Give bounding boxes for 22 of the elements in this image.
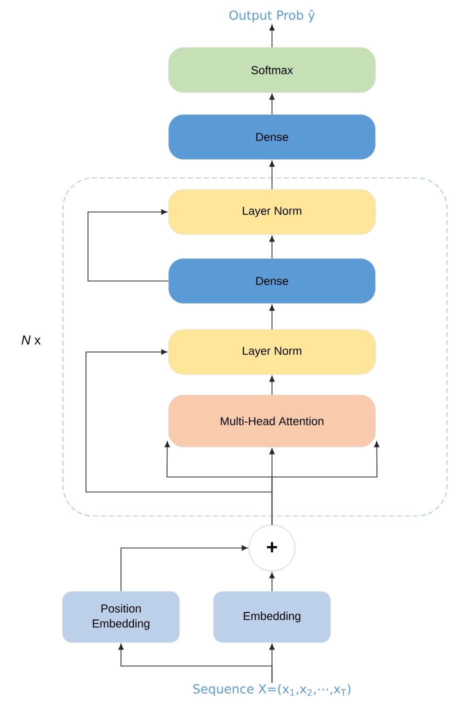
arrow <box>269 376 275 396</box>
layer-box: Dense <box>168 114 376 160</box>
layer-box: Dense <box>168 258 376 304</box>
arrow <box>120 545 248 592</box>
arrow <box>269 94 275 115</box>
arrow <box>88 209 169 282</box>
text-label: Sequence X=(x$_{1}$,x$_{2}$,⋯,x$_{T}$) <box>193 684 350 696</box>
arrow <box>269 160 275 190</box>
arrow <box>118 644 272 684</box>
text-label: Output Prob ŷ <box>229 10 315 22</box>
layer-box: Layer Norm <box>168 189 376 235</box>
embedding-box: Position Embedding <box>62 591 180 643</box>
arrow <box>272 441 380 526</box>
arrow <box>269 24 275 48</box>
layer-box: Softmax <box>168 47 376 93</box>
node-label: N x <box>22 336 41 344</box>
arrow <box>269 236 275 259</box>
layer-box: Multi-Head Attention <box>168 394 376 448</box>
embedding-box: Embedding <box>213 591 331 643</box>
arrow <box>269 572 275 592</box>
arrow <box>269 304 275 330</box>
layer-box: Layer Norm <box>168 329 376 375</box>
